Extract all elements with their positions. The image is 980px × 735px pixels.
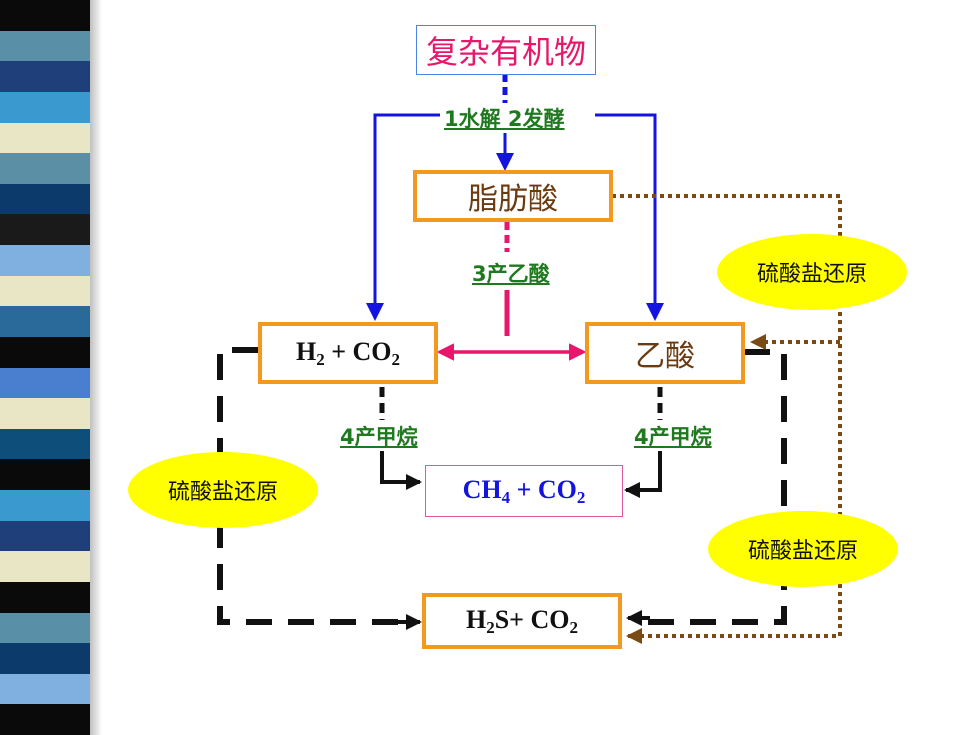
stripe-shadow xyxy=(90,0,102,735)
stripe-segment xyxy=(0,643,90,675)
arrow-to-acetic-acid xyxy=(595,113,664,321)
stripe-segment xyxy=(0,0,90,32)
stripe-segment xyxy=(0,398,90,430)
sulfate-reduction-label: 硫酸盐还原 xyxy=(756,262,867,287)
stripe-segment xyxy=(0,336,90,369)
stripe-segment xyxy=(0,490,90,522)
stripe-segment xyxy=(0,245,90,277)
complex-organics-label: 复杂有机物 xyxy=(425,33,586,71)
stripe-segment xyxy=(0,459,90,491)
stripe-segment xyxy=(0,183,90,216)
stripe-segment xyxy=(0,612,90,645)
acetic-acid-label: 乙酸 xyxy=(635,339,695,374)
ellipse-sulfate-reduction-top-right: 硫酸盐还原 xyxy=(717,234,907,310)
stripe-segment xyxy=(0,30,90,63)
stripe-segment xyxy=(0,428,90,461)
node-fatty-acid: 脂肪酸 xyxy=(413,170,613,222)
stripe-segment xyxy=(0,704,90,735)
h2-co2-label: H2 + CO2 xyxy=(295,336,401,369)
stripe-segment xyxy=(0,520,90,553)
ellipse-sulfate-reduction-left: 硫酸盐还原 xyxy=(128,452,318,528)
node-h2s-co2: H2S+ CO2 xyxy=(422,593,622,649)
step-hydrolysis-fermentation: 1水解 2发酵 xyxy=(442,103,567,133)
arrow-to-h2-co2 xyxy=(366,113,440,321)
stripe-segment xyxy=(0,122,90,155)
node-ch4-co2: CH4 + CO2 xyxy=(425,465,623,517)
step-acetogenesis: 3产乙酸 xyxy=(470,258,552,288)
fatty-acid-label: 脂肪酸 xyxy=(468,182,558,217)
stripe-segment xyxy=(0,91,90,124)
decorative-stripe-bar xyxy=(0,0,90,735)
h2s-co2-label: H2S+ CO2 xyxy=(465,604,578,637)
step-methanogenesis-left: 4产甲烷 xyxy=(338,421,420,451)
step-methanogenesis-right: 4产甲烷 xyxy=(632,421,714,451)
dotted-path-fatty-to-h2s xyxy=(612,194,842,638)
ellipse-sulfate-reduction-bottom-right: 硫酸盐还原 xyxy=(708,511,898,587)
arrow-acetic-to-ch4 xyxy=(624,448,662,498)
sulfate-reduction-label: 硫酸盐还原 xyxy=(167,480,278,505)
stripe-segment xyxy=(0,153,90,185)
ch4-co2-label: CH4 + CO2 xyxy=(462,474,586,507)
sulfate-reduction-label: 硫酸盐还原 xyxy=(747,539,858,564)
node-complex-organics: 复杂有机物 xyxy=(416,25,596,75)
dashed-path-acetic-to-h2s xyxy=(640,349,787,625)
stripe-segment xyxy=(0,673,90,706)
stripe-segment xyxy=(0,551,90,583)
stripe-segment xyxy=(0,275,90,308)
stripe-segment xyxy=(0,61,90,93)
arrow-h2-to-ch4 xyxy=(380,448,422,490)
node-acetic-acid: 乙酸 xyxy=(585,322,745,384)
stripe-segment xyxy=(0,367,90,400)
stripe-segment xyxy=(0,581,90,614)
node-h2-co2: H2 + CO2 xyxy=(258,322,438,384)
stripe-segment xyxy=(0,214,90,246)
stripe-segment xyxy=(0,306,90,338)
